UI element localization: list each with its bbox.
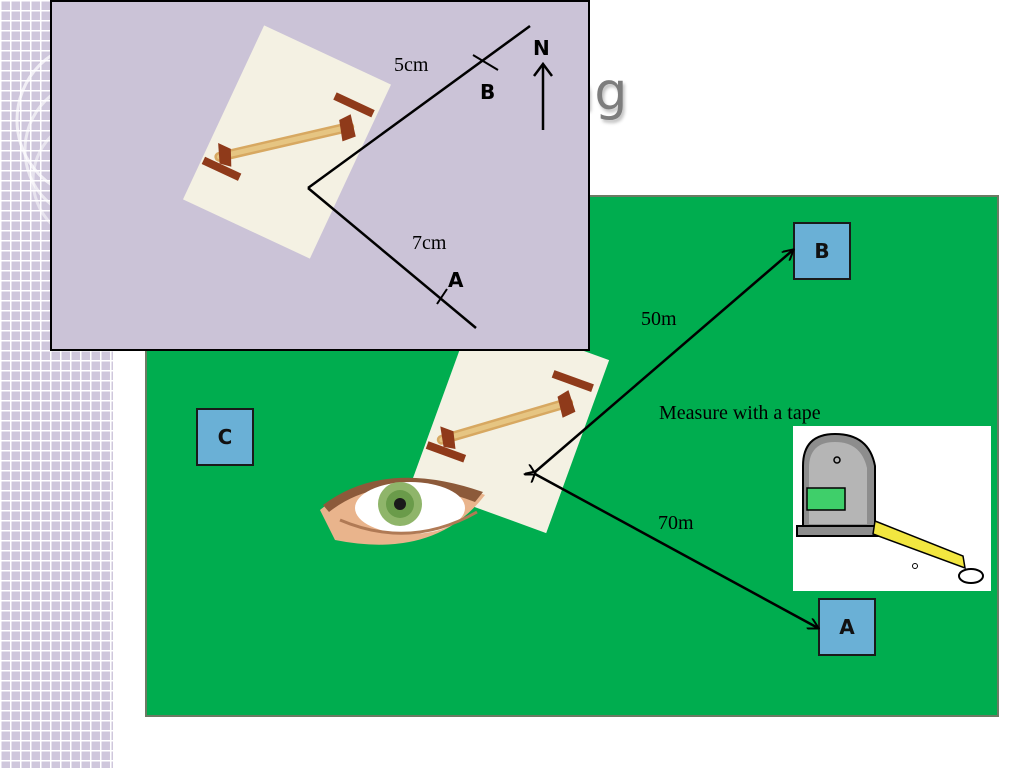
eye-icon <box>320 477 485 545</box>
tape-measure-icon <box>793 426 991 591</box>
plotting-inset: N 5cm B 7cm A <box>50 0 590 351</box>
alidade-icon <box>182 25 392 259</box>
point-label-b: B <box>480 80 496 104</box>
length-label-a: 7cm <box>412 232 447 254</box>
point-label-a: A <box>448 268 464 292</box>
north-label: N <box>533 36 550 60</box>
north-arrow-icon <box>533 61 553 130</box>
box-c: C <box>196 408 254 466</box>
length-label-b: 5cm <box>394 54 429 76</box>
plotted-rays <box>307 24 531 329</box>
